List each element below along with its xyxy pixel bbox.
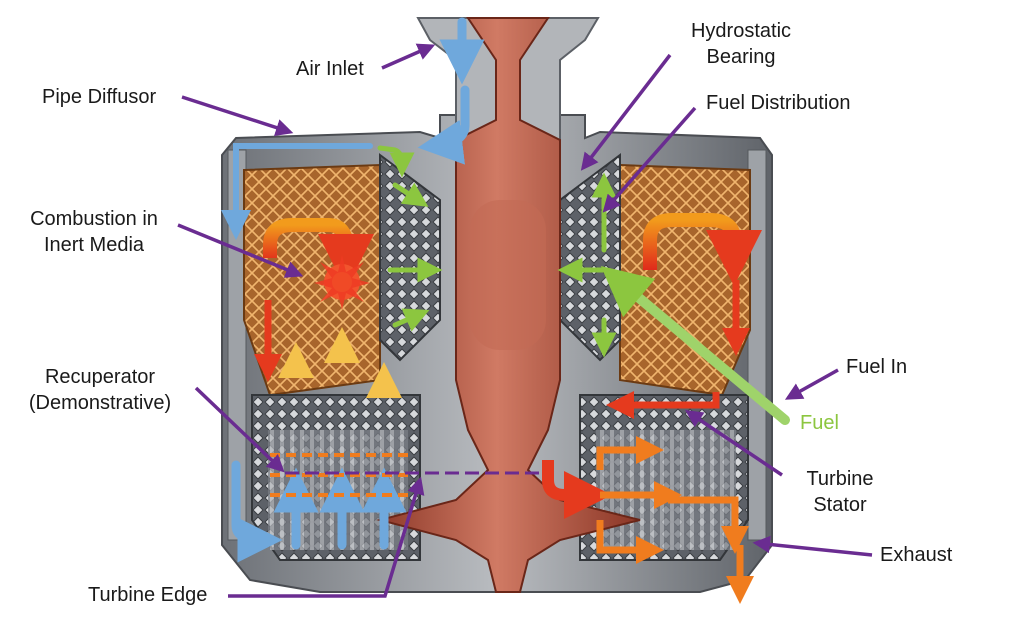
combustion-burst xyxy=(314,255,370,310)
leader-fuel-in xyxy=(784,368,839,400)
label-pipe-diffusor: Pipe Diffusor xyxy=(42,86,157,108)
air-flow-arrows xyxy=(221,17,485,563)
exhaust-flow-arrows xyxy=(542,436,754,604)
right-combustor-lattice xyxy=(619,163,751,397)
label-turbine-stator-line1: Turbine xyxy=(806,468,874,490)
label-hydrostatic-bearing: Hydrostatic Bearing xyxy=(676,18,806,70)
label-hydrostatic-line2: Bearing xyxy=(706,46,776,68)
label-air-inlet: Air Inlet xyxy=(296,58,364,80)
hot-gas-down-arrows xyxy=(254,280,750,419)
leader-recuperator xyxy=(194,386,285,473)
label-turbine-stator: Turbine Stator xyxy=(790,466,890,518)
label-recuperator: Recuperator (Demonstrative) xyxy=(14,364,186,416)
leader-turbine-stator xyxy=(685,410,783,477)
right-recuperator xyxy=(579,394,749,561)
label-recuperator-line2: (Demonstrative) xyxy=(28,392,172,414)
label-turbine-stator-line2: Stator xyxy=(813,494,867,516)
air-turn-arrow xyxy=(417,85,470,165)
leader-fuel-distribution xyxy=(602,106,697,213)
leader-combustion xyxy=(177,223,304,278)
leader-turbine-edge xyxy=(228,476,425,598)
leader-air-inlet xyxy=(381,43,436,70)
hot-gas-arrows xyxy=(263,213,762,290)
label-combustion-line2: Inert Media xyxy=(43,234,145,256)
central-rotor xyxy=(376,17,641,593)
label-turbine-edge: Turbine Edge xyxy=(88,584,208,606)
recuperator-orange-dashes xyxy=(270,453,410,497)
label-combustion-line1: Combustion in xyxy=(30,208,158,230)
label-combustion: Combustion in Inert Media xyxy=(18,206,170,258)
label-hydrostatic-line1: Hydrostatic xyxy=(690,20,792,42)
fuel-flow-arrows xyxy=(377,145,790,425)
label-fuel-in: Fuel In xyxy=(846,356,908,378)
leader-lines xyxy=(177,43,873,598)
label-fuel: Fuel xyxy=(800,412,839,434)
leader-exhaust xyxy=(752,535,873,557)
left-recuperator xyxy=(251,394,421,561)
label-exhaust: Exhaust xyxy=(880,544,953,566)
leader-hydrostatic xyxy=(580,53,672,171)
air-outer-left-arrow xyxy=(221,143,373,240)
rising-air-arrows xyxy=(278,327,402,490)
leader-pipe-diffusor xyxy=(181,95,294,137)
label-fuel-distribution: Fuel Distribution xyxy=(706,92,851,114)
air-bottom-left-arrow xyxy=(231,460,283,563)
fuel-in-pipe xyxy=(600,265,790,425)
label-recuperator-line1: Recuperator xyxy=(44,366,156,388)
